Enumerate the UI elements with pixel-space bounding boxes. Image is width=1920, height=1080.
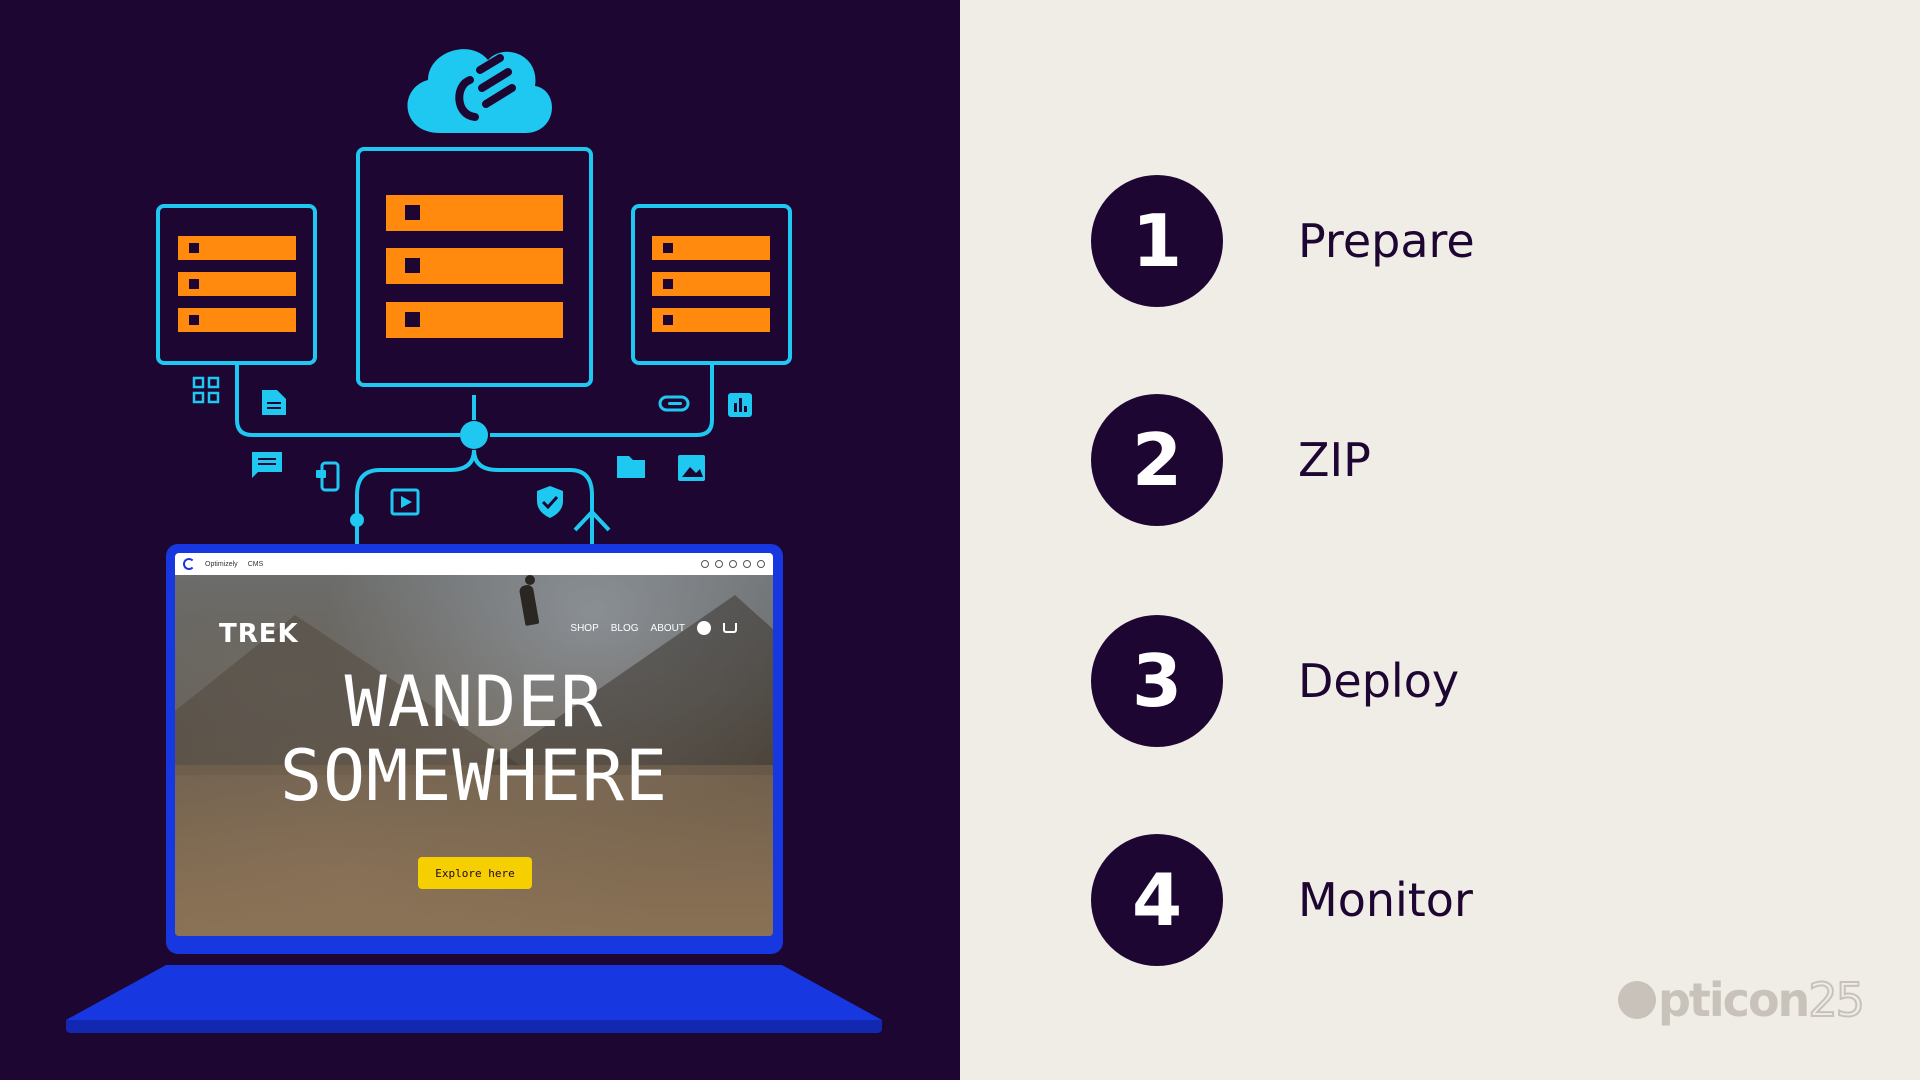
optimizely-logo-icon bbox=[183, 558, 195, 570]
step-number-badge: 4 bbox=[1091, 834, 1223, 966]
laptop-screen: Optimizely CMS TREK SHOP BLOG ABOUT WAND… bbox=[175, 553, 773, 936]
site-brand-logo[interactable]: TREK bbox=[219, 619, 299, 649]
explore-button[interactable]: Explore here bbox=[418, 857, 532, 889]
menu-cms[interactable]: CMS bbox=[247, 560, 264, 568]
document-icon bbox=[262, 390, 286, 415]
grid-icon bbox=[192, 376, 220, 404]
image-icon bbox=[678, 455, 705, 481]
help-icon[interactable] bbox=[743, 560, 751, 568]
server-center bbox=[356, 147, 593, 387]
opticon-logo: pticon 25 bbox=[1618, 972, 1866, 1028]
account-icon[interactable] bbox=[697, 621, 711, 635]
server-left bbox=[156, 204, 317, 365]
step-label: Monitor bbox=[1298, 873, 1473, 927]
search-icon[interactable] bbox=[701, 560, 709, 568]
bell-icon[interactable] bbox=[729, 560, 737, 568]
nav-shop[interactable]: SHOP bbox=[570, 622, 599, 634]
site-nav: SHOP BLOG ABOUT bbox=[570, 621, 737, 635]
video-icon bbox=[390, 488, 420, 516]
toolbar-icons bbox=[701, 560, 765, 568]
cloud-logo-icon bbox=[407, 49, 552, 133]
mobile-lock-icon bbox=[316, 461, 340, 492]
server-right bbox=[631, 204, 792, 365]
link-icon bbox=[658, 395, 690, 412]
step-number-badge: 3 bbox=[1091, 615, 1223, 747]
apps-icon[interactable] bbox=[715, 560, 723, 568]
step-4: 4 Monitor bbox=[1091, 834, 1691, 966]
step-2: 2 ZIP bbox=[1091, 394, 1691, 526]
laptop-base bbox=[66, 965, 882, 1033]
hub-node bbox=[460, 421, 488, 449]
chat-icon bbox=[252, 452, 282, 478]
user-icon[interactable] bbox=[757, 560, 765, 568]
step-label: ZIP bbox=[1298, 433, 1371, 487]
menu-optimizely[interactable]: Optimizely bbox=[205, 560, 238, 568]
shield-check-icon bbox=[537, 486, 563, 518]
folder-icon bbox=[617, 456, 645, 478]
rocky-ground bbox=[175, 765, 773, 936]
opticon-logo-word: pticon bbox=[1658, 973, 1810, 1027]
step-label: Deploy bbox=[1298, 654, 1460, 708]
cart-icon[interactable] bbox=[723, 623, 737, 633]
nav-about[interactable]: ABOUT bbox=[650, 622, 685, 634]
step-number-badge: 2 bbox=[1091, 394, 1223, 526]
nav-blog[interactable]: BLOG bbox=[610, 622, 639, 634]
step-number-badge: 1 bbox=[1091, 175, 1223, 307]
step-3: 3 Deploy bbox=[1091, 615, 1691, 747]
hero-image: TREK SHOP BLOG ABOUT WANDER SOMEWHERE Ex… bbox=[175, 575, 773, 936]
hero-headline-line1: WANDER bbox=[344, 661, 604, 743]
step-1: 1 Prepare bbox=[1091, 175, 1691, 307]
bar-chart-icon bbox=[728, 393, 752, 417]
step-label: Prepare bbox=[1298, 214, 1475, 268]
opticon-logo-mark-icon bbox=[1618, 981, 1656, 1019]
cms-toolbar: Optimizely CMS bbox=[175, 553, 773, 575]
opticon-logo-number: 25 bbox=[1807, 972, 1866, 1028]
deployment-illustration bbox=[66, 49, 882, 1033]
hero-headline-line2: SOMEWHERE bbox=[279, 735, 669, 817]
hiker-figure bbox=[525, 575, 535, 585]
down-arrow-node bbox=[350, 513, 364, 527]
